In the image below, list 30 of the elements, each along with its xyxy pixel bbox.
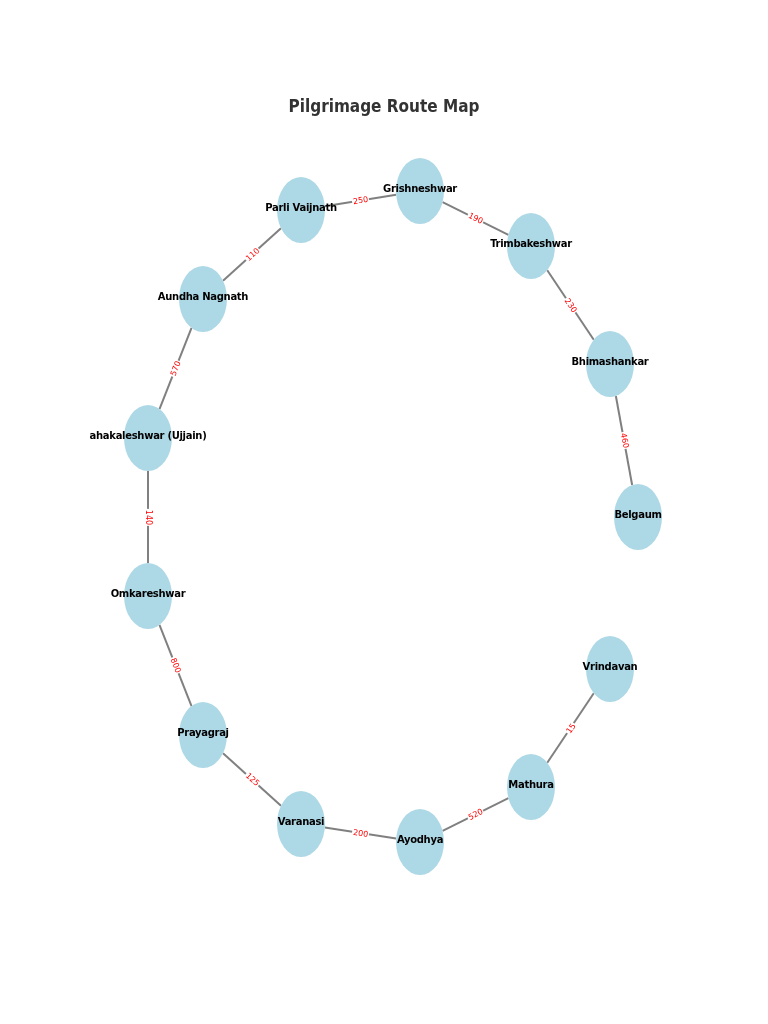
node-label: Aundha Nagnath — [157, 291, 249, 302]
connector-line — [158, 624, 193, 707]
node-label: Belgaum — [614, 509, 662, 520]
node-label: Mathura — [508, 779, 554, 790]
edge-label: 110 — [242, 245, 262, 264]
connector-line — [546, 269, 595, 341]
connector-line — [546, 692, 595, 764]
connector-line — [222, 227, 282, 282]
edge-label: 570 — [168, 358, 183, 379]
edge-label: 125 — [242, 770, 262, 789]
edge-label: 800 — [168, 655, 183, 676]
edge-label: 520 — [465, 806, 486, 823]
node-label: ahakaleshwar (Ujjain) — [89, 430, 207, 441]
node-label: Bhimashankar — [571, 356, 649, 367]
connector-line — [222, 752, 282, 807]
edge-label: 460 — [618, 431, 631, 450]
node-label: Vrindavan — [582, 661, 638, 672]
node-label: Prayagraj — [177, 727, 229, 738]
node-label: Omkareshwar — [110, 588, 186, 599]
edge-label: 250 — [351, 194, 370, 207]
edge-label: 15 — [563, 720, 578, 736]
edge-label: 190 — [465, 210, 486, 227]
edge-label: 200 — [351, 827, 370, 839]
node-label: Varanasi — [277, 816, 325, 827]
edge-label: 140 — [143, 508, 153, 526]
node-label: Ayodhya — [396, 834, 444, 845]
node-label: Parli Vaijnath — [265, 202, 337, 213]
node-label: Grishneshwar — [383, 183, 457, 194]
chart-title: Pilgrimage Route Map — [288, 96, 480, 116]
node-label: Trimbakeshwar — [490, 238, 572, 249]
